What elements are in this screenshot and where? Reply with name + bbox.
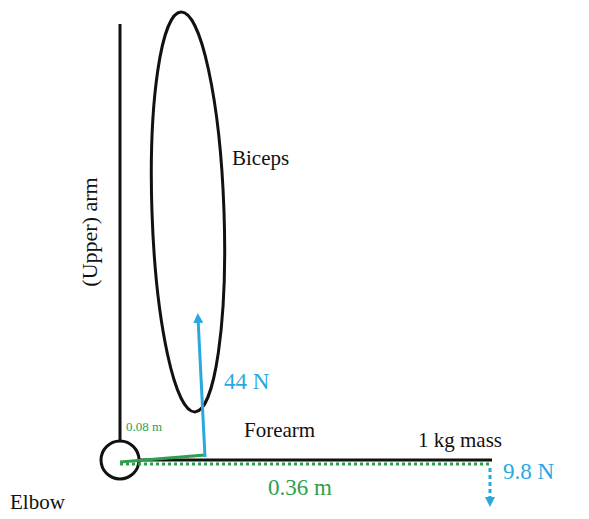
forearm-bone	[139, 459, 492, 462]
biceps-muscle	[145, 11, 231, 413]
muscle-arm-dimension	[120, 455, 205, 462]
bone-label: Forearm	[244, 420, 315, 441]
joint-label: Elbow	[10, 492, 65, 513]
bone-label: (Upper) arm	[79, 177, 101, 286]
muscle-label: Biceps	[232, 148, 289, 169]
force-label: 44 N	[224, 370, 269, 393]
mass-label: 1 kg mass	[418, 430, 502, 451]
force-label: 9.8 N	[503, 460, 554, 483]
upper-arm-bone	[119, 24, 122, 440]
biceps-force-arrow	[198, 318, 205, 457]
lever-arm-dimension	[120, 463, 492, 466]
weight-force-arrow	[489, 468, 492, 502]
dimension-label: 0.36 m	[268, 476, 332, 499]
dimension-label: 0.08 m	[126, 420, 162, 433]
